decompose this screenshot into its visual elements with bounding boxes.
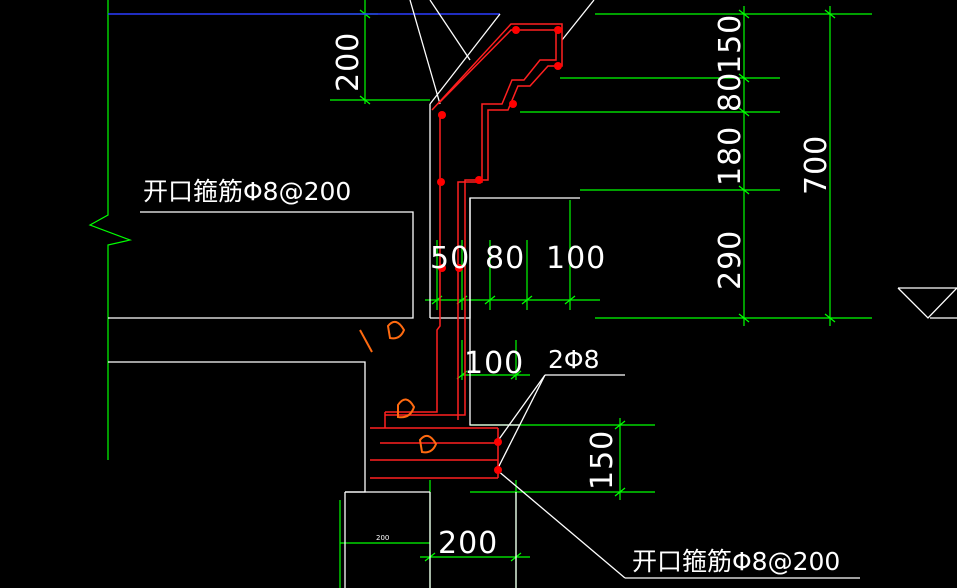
stirrup-hooks <box>359 320 438 454</box>
rebar-label: 2Φ8 <box>548 345 600 374</box>
dim-100: 100 <box>546 241 606 276</box>
dim-50: 50 <box>430 241 470 276</box>
dim-290: 290 <box>713 230 748 290</box>
dim-100-low: 100 <box>464 346 524 381</box>
dim-150: 150 <box>713 14 748 74</box>
dimension-lines <box>88 0 872 588</box>
concrete-outline <box>108 0 957 588</box>
dim-80-mid: 80 <box>485 241 525 276</box>
dim-200-small: 200 <box>376 534 389 542</box>
dim-200-bottom: 200 <box>438 526 498 561</box>
note-bottom: 开口箍筋Φ8@200 <box>632 547 840 576</box>
dim-80: 80 <box>713 72 748 112</box>
dim-180: 180 <box>713 126 748 186</box>
note-top: 开口箍筋Φ8@200 <box>143 177 351 206</box>
dim-200-top: 200 <box>331 32 366 92</box>
dim-150-low: 150 <box>585 430 620 490</box>
dim-700: 700 <box>799 135 834 195</box>
rebar-dots <box>437 26 562 474</box>
